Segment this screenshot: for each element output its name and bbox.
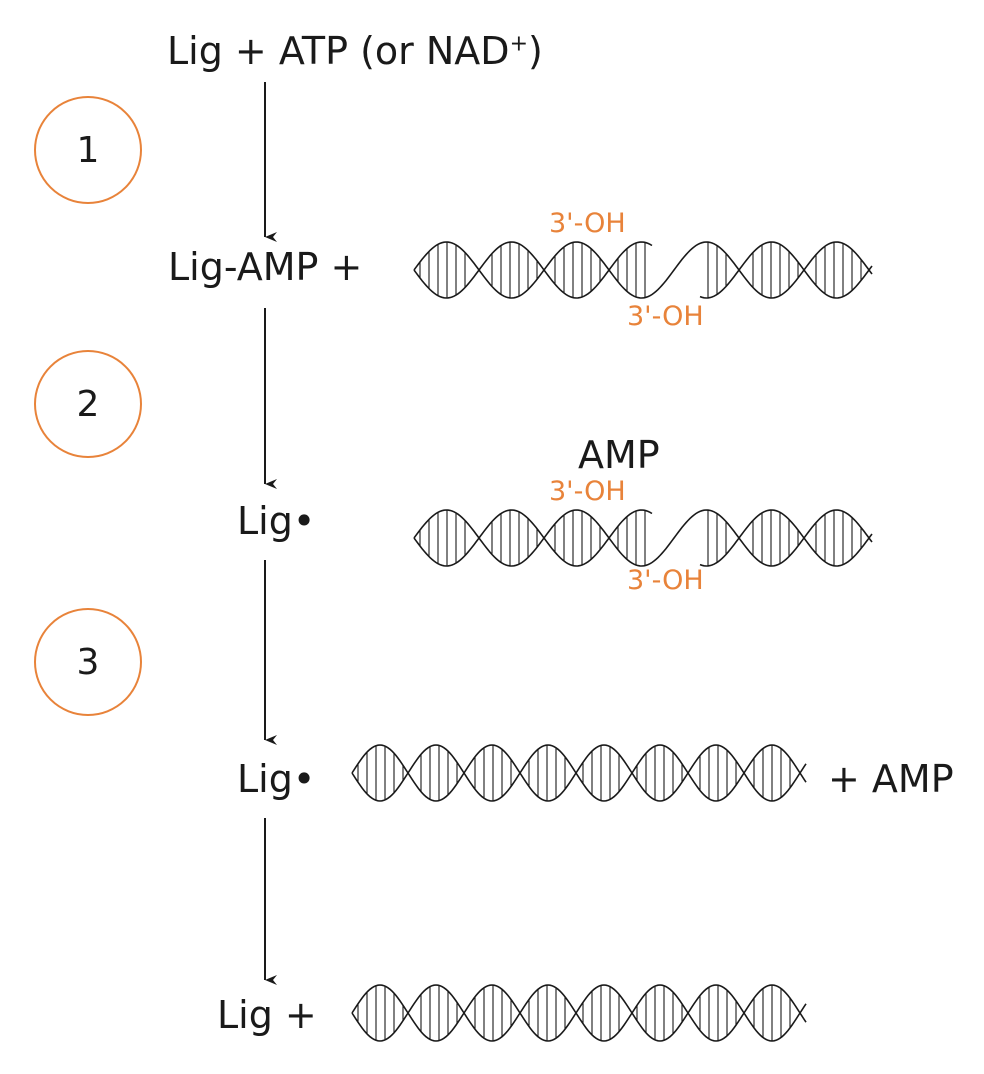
lig-plus-label: Lig +: [217, 993, 317, 1037]
step-1-circle: 1: [34, 96, 142, 204]
lig-dot-label-1: Lig•: [237, 499, 316, 543]
reactants-text: Lig + ATP (or NAD: [167, 29, 510, 73]
sealed-dna-helix-1: [351, 744, 807, 802]
dna-strand: [351, 984, 807, 1042]
oh-label-top-1: 3'-OH: [549, 208, 626, 239]
step-3-number: 3: [76, 641, 100, 683]
plus-amp-label: + AMP: [828, 757, 954, 801]
reactants-label: Lig + ATP (or NAD+): [167, 32, 543, 70]
oh-label-bottom-2: 3'-OH: [627, 565, 704, 596]
step-1-number: 1: [76, 129, 100, 171]
dna-strand: [351, 744, 807, 802]
lig-amp-label: Lig-AMP +: [168, 245, 363, 289]
step-2-circle: 2: [34, 350, 142, 458]
lig-dot-label-2: Lig•: [237, 757, 316, 801]
sealed-dna-helix-2: [351, 984, 807, 1042]
dna-strand: [413, 509, 873, 567]
dna-strand: [351, 984, 807, 1042]
nad-charge: +: [509, 31, 528, 57]
dna-strand: [351, 744, 807, 802]
oh-label-bottom-1: 3'-OH: [627, 301, 704, 332]
step-2-number: 2: [76, 383, 100, 425]
amp-label: AMP: [578, 433, 660, 477]
nicked-dna-helix-1: [413, 241, 873, 299]
dna-strand: [413, 241, 873, 299]
oh-label-top-2: 3'-OH: [549, 476, 626, 507]
reactants-close: ): [528, 29, 543, 73]
step-3-circle: 3: [34, 608, 142, 716]
nicked-dna-helix-2: [413, 509, 873, 567]
